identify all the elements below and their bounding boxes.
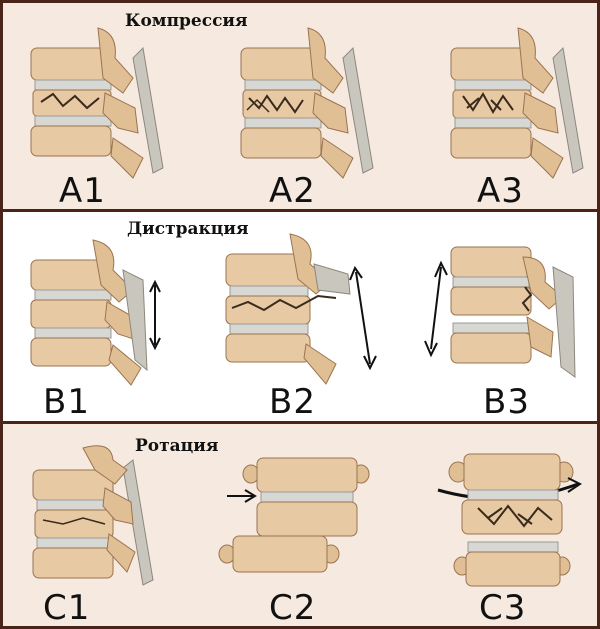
label-c2: C2 [269, 588, 317, 628]
label-b1: B1 [43, 382, 90, 422]
vertebra-a1-illustration [30, 27, 164, 179]
label-b3: B3 [483, 382, 530, 422]
row-title-distraction: Дистракция [127, 219, 249, 239]
label-a1: A1 [59, 171, 106, 211]
panel-distraction: Дистракция B1 B2 B3 [0, 209, 600, 424]
label-c3: C3 [479, 588, 527, 628]
label-b2: B2 [269, 382, 316, 422]
vertebra-c2-illustration [218, 457, 370, 573]
label-c1: C1 [43, 588, 91, 628]
vertebra-c1-illustration [32, 445, 154, 586]
rotation-illustrations [3, 424, 597, 626]
distraction-illustrations [3, 212, 597, 421]
row-title-compression: Компрессия [125, 11, 248, 31]
label-a3: A3 [477, 171, 524, 211]
compression-illustrations [3, 3, 597, 209]
label-a2: A2 [269, 171, 316, 211]
vertebra-b3-illustration [424, 246, 576, 378]
vertebra-c3-illustration [437, 453, 582, 587]
row-title-rotation: Ротация [135, 436, 219, 456]
panel-compression: Компрессия A1 A2 A3 [0, 0, 600, 212]
vertebra-a2-illustration [240, 27, 374, 179]
vertebra-b1-illustration [30, 239, 161, 386]
panel-rotation: Ротация C1 C2 C3 [0, 421, 600, 629]
vertebra-a3-illustration [450, 27, 584, 179]
vertebra-b2-illustration [225, 233, 377, 385]
